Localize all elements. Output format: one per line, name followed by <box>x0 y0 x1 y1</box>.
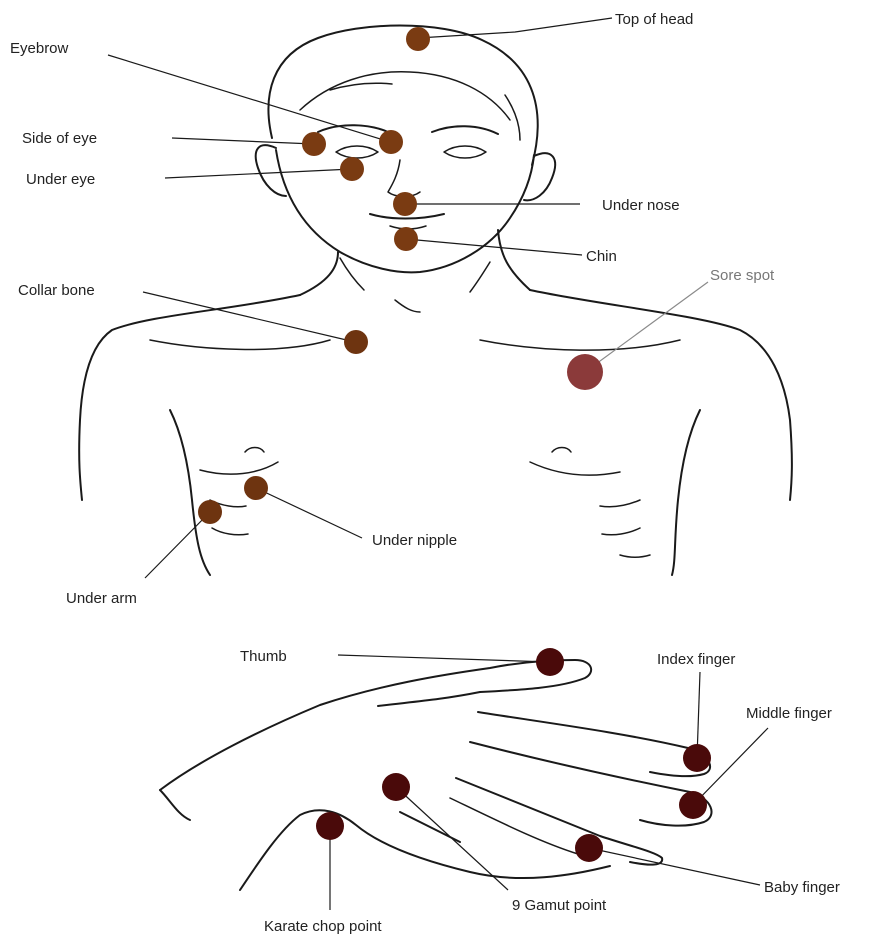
label-thumb: Thumb <box>240 648 287 665</box>
point-baby-finger <box>575 834 603 862</box>
label-under-eye: Under eye <box>26 171 95 188</box>
label-baby-finger: Baby finger <box>764 879 840 896</box>
label-karate-chop-point: Karate chop point <box>264 918 382 935</box>
point-top-of-head <box>406 27 430 51</box>
point-side-of-eye <box>302 132 326 156</box>
point-sore-spot <box>567 354 603 390</box>
nose <box>388 160 420 197</box>
label-under-nose: Under nose <box>602 197 680 214</box>
point-chin <box>394 227 418 251</box>
label-collar-bone: Collar bone <box>18 282 95 299</box>
mouth <box>370 214 444 229</box>
leader-lines <box>108 18 768 910</box>
hands-outline <box>160 660 712 890</box>
eyebrow-lines <box>318 125 498 134</box>
label-side-of-eye: Side of eye <box>22 130 97 147</box>
point-under-eye <box>340 157 364 181</box>
point-collar-bone <box>344 330 368 354</box>
label-index-finger: Index finger <box>657 651 735 668</box>
point-middle-finger <box>679 791 707 819</box>
ear-left <box>256 145 286 196</box>
labels: Top of head Eyebrow Side of eye Under ey… <box>10 11 840 935</box>
label-middle-finger: Middle finger <box>746 705 832 722</box>
point-under-nose <box>393 192 417 216</box>
point-karate-chop <box>316 812 344 840</box>
label-chin: Chin <box>586 248 617 265</box>
neck-and-torso-outline <box>79 230 792 575</box>
eyes <box>336 146 486 158</box>
point-under-nipple <box>244 476 268 500</box>
label-top-of-head: Top of head <box>615 11 693 28</box>
point-index-finger <box>683 744 711 772</box>
ear-right <box>524 153 555 200</box>
label-eyebrow: Eyebrow <box>10 40 69 57</box>
point-under-arm <box>198 500 222 524</box>
label-under-nipple: Under nipple <box>372 532 457 549</box>
point-thumb <box>536 648 564 676</box>
point-eyebrow <box>379 130 403 154</box>
label-9-gamut-point: 9 Gamut point <box>512 897 607 914</box>
label-under-arm: Under arm <box>66 590 137 607</box>
point-9-gamut <box>382 773 410 801</box>
label-sore-spot: Sore spot <box>710 267 775 284</box>
